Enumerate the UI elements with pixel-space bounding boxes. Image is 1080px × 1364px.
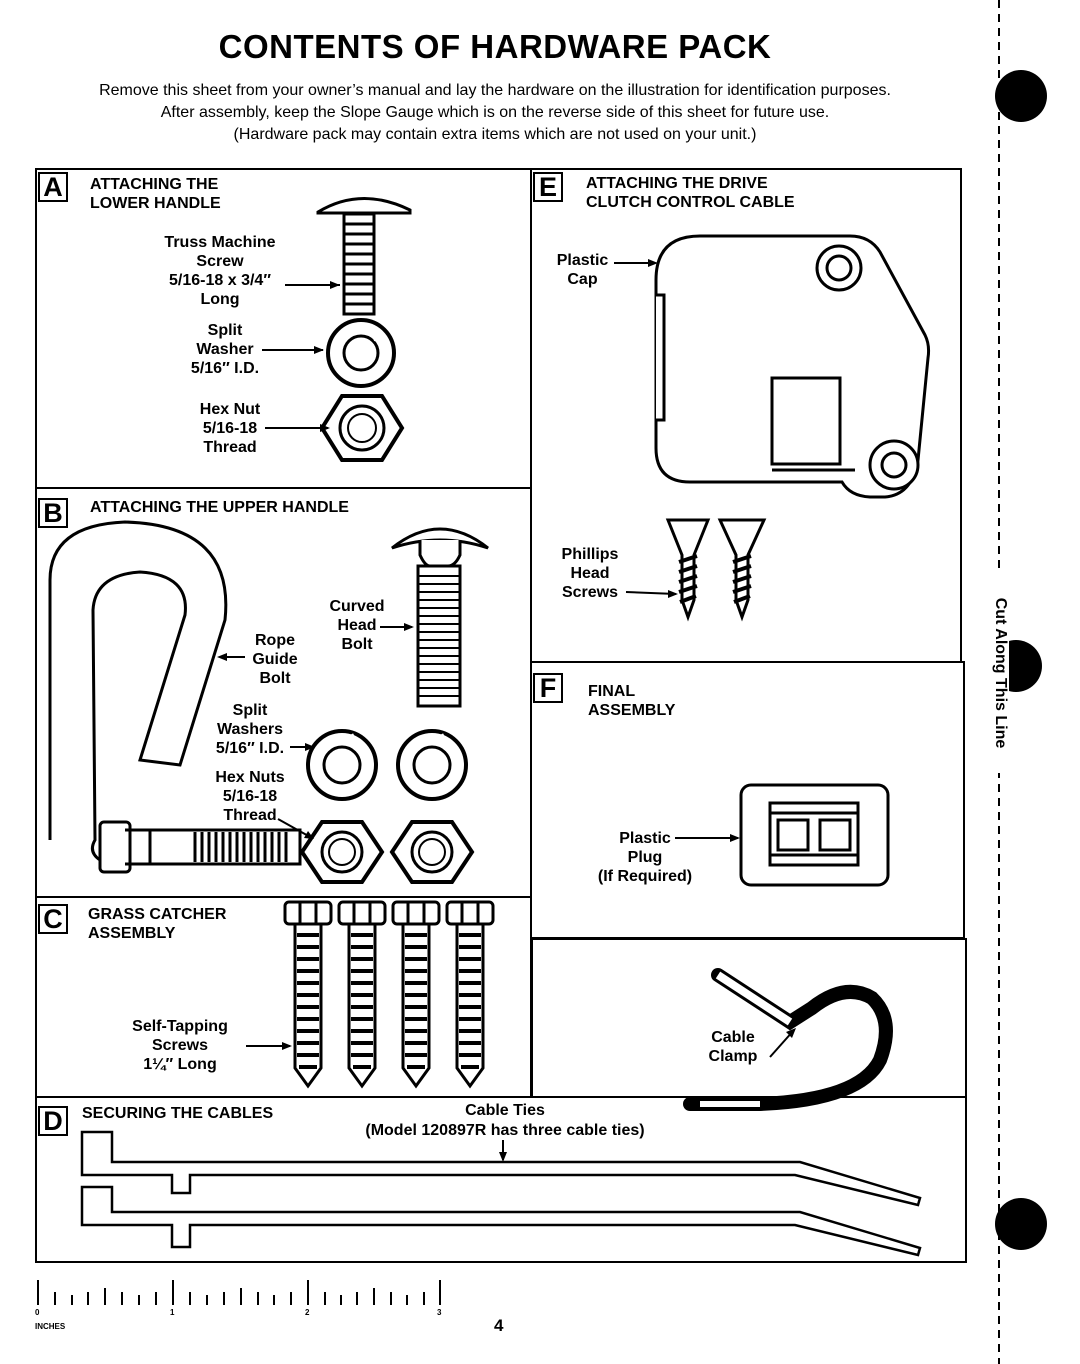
split-washers-label: Split Washers 5/16″ I.D. xyxy=(215,702,285,757)
punch-hole-top xyxy=(995,70,1047,122)
punch-hole-bottom xyxy=(995,1198,1047,1250)
hex-nuts-label: Hex Nuts 5/16-18 Thread xyxy=(215,769,285,824)
section-d-frame xyxy=(35,1096,967,1263)
plastic-cap-icon xyxy=(654,234,931,499)
split-washers-icon xyxy=(306,729,468,801)
split-washer-label: Split Washer 5/16″ I.D. xyxy=(190,322,260,377)
section-letter-e: E xyxy=(533,172,563,202)
phillips-screws-label: Phillips Head Screws xyxy=(561,546,619,601)
hex-nut-label: Hex Nut 5/16-18 Thread xyxy=(199,401,261,456)
section-f-heading: FINAL ASSEMBLY xyxy=(588,683,676,719)
section-d-heading: SECURING THE CABLES xyxy=(82,1105,274,1122)
curved-head-bolt-label: Curved Head Bolt xyxy=(329,598,385,653)
split-washer-icon xyxy=(326,318,396,388)
section-e-heading: ATTACHING THE DRIVE CLUTCH CONTROL CABLE xyxy=(586,175,795,211)
section-b-heading: ATTACHING THE UPPER HANDLE xyxy=(90,499,349,516)
plastic-plug-label: Plastic Plug (If Required) xyxy=(597,830,693,885)
ruler-mark-2: 2 xyxy=(305,1308,310,1317)
plastic-cap-label: Plastic Cap xyxy=(556,252,609,288)
rope-guide-bolt-icon xyxy=(48,520,302,874)
cable-ties-icon xyxy=(80,1130,922,1257)
model-note-label: (Model 120897R has three cable ties) xyxy=(365,1122,645,1139)
curved-head-bolt-icon xyxy=(391,527,489,708)
page-title: CONTENTS OF HARDWARE PACK xyxy=(218,28,772,65)
plastic-plug-icon xyxy=(739,783,890,887)
page-number: 4 xyxy=(494,1316,504,1335)
truss-screw-label: Truss Machine Screw 5/16-18 x 3/4″ Long xyxy=(164,234,276,308)
section-c-heading: GRASS CATCHER ASSEMBLY xyxy=(88,906,227,942)
intro-line-1: Remove this sheet from your owner’s manu… xyxy=(99,82,891,99)
intro-line-2: After assembly, keep the Slope Gauge whi… xyxy=(160,104,830,121)
section-a-heading: ATTACHING THE LOWER HANDLE xyxy=(90,176,221,212)
section-letter-c: C xyxy=(38,904,68,934)
self-tapping-screws-label: Self-Tapping Screws 1¼″ Long xyxy=(132,1018,228,1073)
intro-line-3: (Hardware pack may contain extra items w… xyxy=(233,126,757,143)
ruler-units: INCHES xyxy=(35,1322,66,1331)
section-letter-d: D xyxy=(38,1106,68,1136)
section-letter-a: A xyxy=(38,172,68,202)
hex-nut-icon xyxy=(319,394,405,462)
ruler-mark-3: 3 xyxy=(437,1308,442,1317)
rope-guide-bolt-label: Rope Guide Bolt xyxy=(252,632,298,687)
ruler-mark-0: 0 xyxy=(35,1308,40,1317)
truss-screw-icon xyxy=(316,197,412,316)
cable-clamp-label: Cable Clamp xyxy=(708,1029,758,1065)
section-letter-b: B xyxy=(38,498,68,528)
hex-nuts-icon xyxy=(299,820,475,884)
cable-ties-label: Cable Ties xyxy=(465,1102,545,1119)
ruler-mark-1: 1 xyxy=(170,1308,175,1317)
cable-clamp-icon xyxy=(683,968,893,1111)
section-letter-f: F xyxy=(533,673,563,703)
